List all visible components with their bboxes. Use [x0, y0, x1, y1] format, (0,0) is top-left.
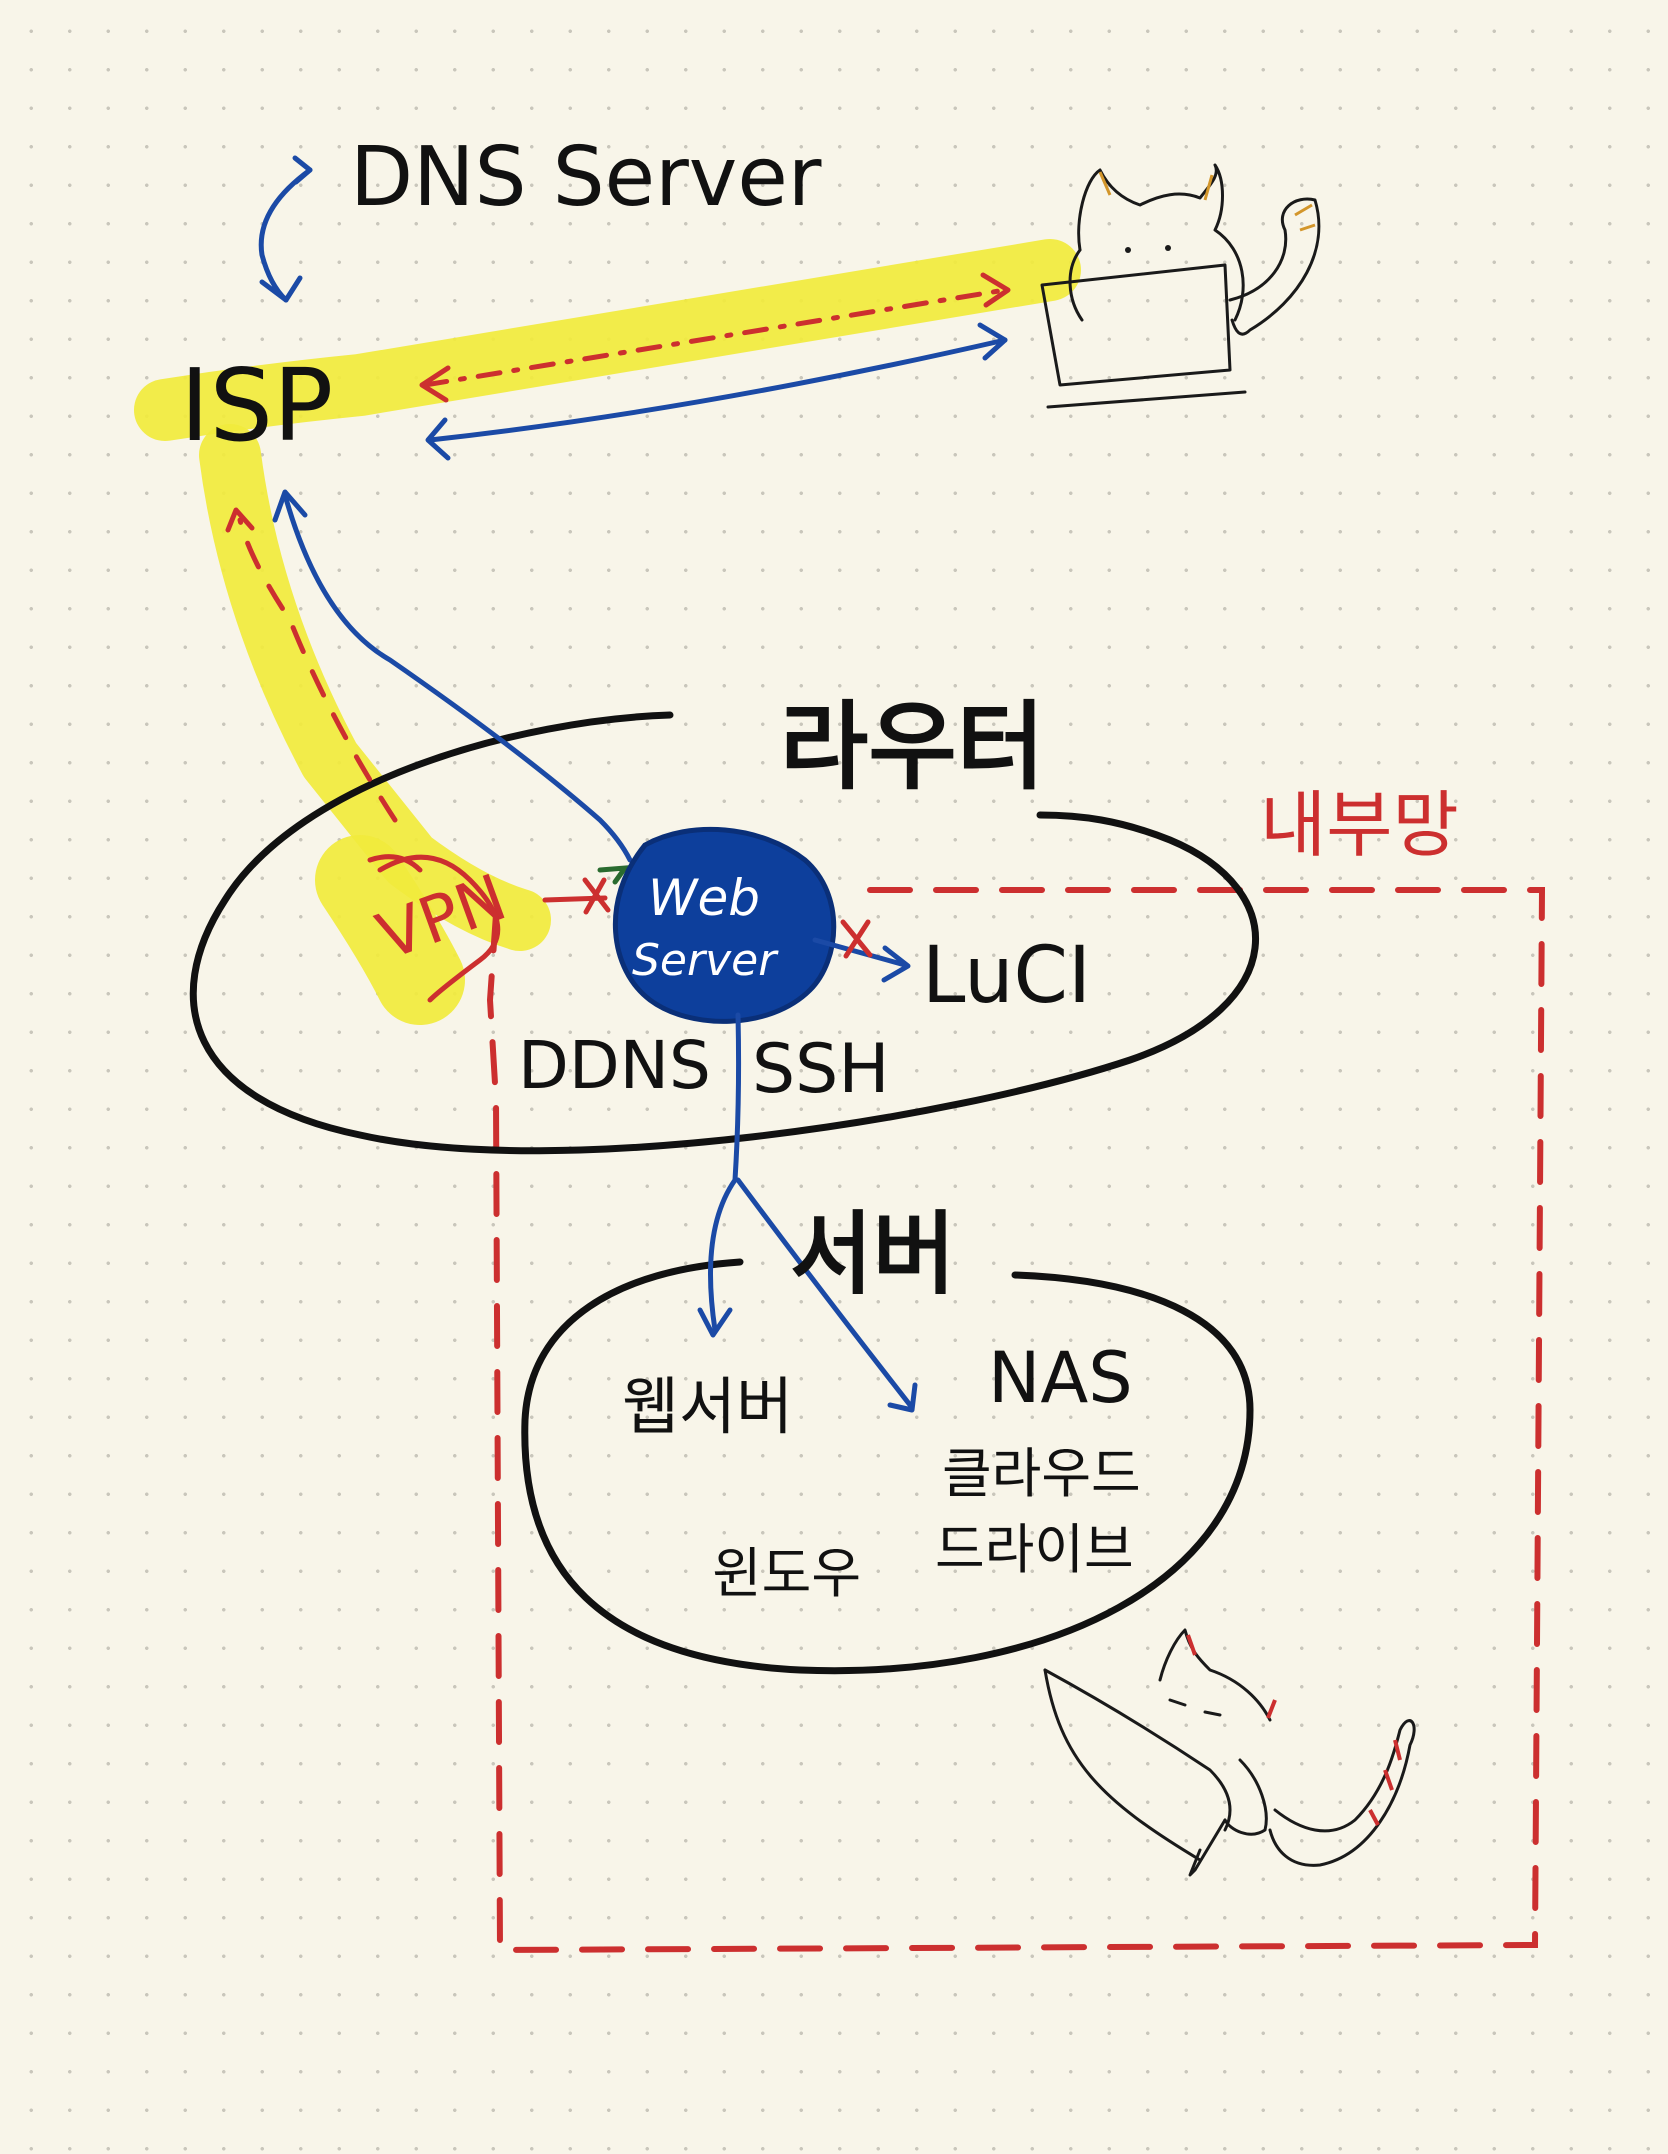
vpn-isp-link: [225, 507, 398, 823]
vpn-route-highlight: [134, 239, 1081, 1025]
vpn-webserver-link: [542, 865, 631, 915]
cat-at-laptop-icon: [1040, 163, 1321, 409]
web-server-label-line1: Web: [648, 869, 760, 927]
web-server-node: [612, 826, 837, 1024]
internal-network-label: 내부망: [1260, 783, 1459, 867]
windows-label: 윈도우: [712, 1542, 861, 1605]
ddns-label: DDNS: [518, 1027, 711, 1104]
web-server-label-line2: Server: [632, 935, 779, 986]
ssh-label: SSH: [752, 1030, 889, 1109]
web-server-kr-label: 웹서버: [622, 1370, 793, 1443]
fox-drawing-icon: [1043, 1628, 1416, 1877]
webserver-luci-link: [812, 919, 911, 983]
router-ellipse: [189, 711, 1259, 1155]
isp-laptop-dns-query: [419, 272, 1011, 403]
webserver-server-links: [697, 1012, 918, 1413]
internal-network-boundary: [486, 887, 1546, 1954]
server-label: 서버: [790, 1202, 956, 1307]
router-label: 라우터: [780, 691, 1045, 803]
isp-laptop-link: [425, 322, 1008, 461]
luci-label: LuCI: [922, 931, 1091, 1021]
isp-webserver-link: [272, 489, 633, 863]
server-ellipse: [521, 1258, 1254, 1675]
dns-isp-link: [258, 155, 313, 303]
nas-label: NAS: [988, 1337, 1133, 1419]
vpn-scribble: [367, 854, 501, 1003]
dns-server-label: DNS Server: [350, 130, 822, 225]
isp-label: ISP: [180, 347, 333, 464]
cloud-label-line2: 드라이브: [935, 1518, 1134, 1581]
cloud-label-line1: 클라우드: [942, 1442, 1141, 1505]
